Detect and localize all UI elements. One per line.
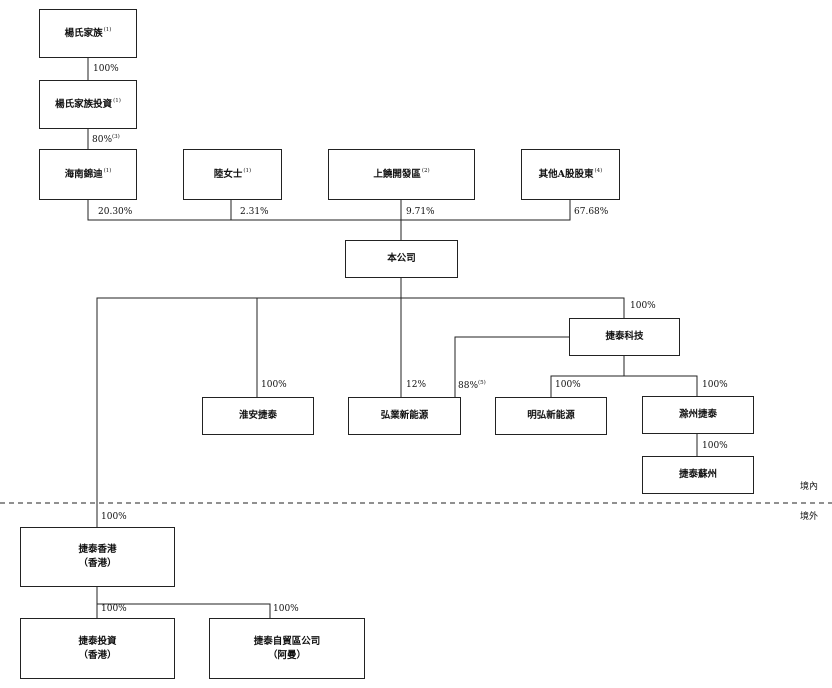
box-jietai-tech: 捷泰科技: [569, 318, 680, 356]
pct-tech-to-hongye-note: (5): [478, 380, 486, 386]
jietai-ftz-sub: （阿曼）: [267, 649, 306, 661]
box-jietai-hk: 捷泰香港 （香港）: [20, 527, 175, 587]
pct-company-to-huaian: 100%: [261, 380, 287, 390]
company-name: 本公司: [387, 253, 416, 265]
jietai-tech-name: 捷泰科技: [605, 331, 644, 343]
pct-investment-to-jindi-note: (3): [112, 134, 120, 140]
box-huaian-jietai: 淮安捷泰: [202, 397, 314, 435]
pct-family-to-investment: 100%: [93, 64, 119, 74]
pct-tech-to-minghong: 100%: [555, 380, 581, 390]
other-a-shareholders-note: (4): [594, 168, 603, 175]
jietai-suzhou-name: 捷泰蘇州: [678, 469, 717, 481]
box-ms-lu: 陸女士(1): [183, 149, 282, 200]
yang-family-name: 楊氏家族: [64, 27, 103, 39]
pct-others-to-company: 67.68%: [574, 207, 609, 217]
line-hk-bus: [96, 587, 271, 618]
pct-hk-to-ftz: 100%: [273, 604, 299, 614]
pct-tech-to-hongye-value: 88%: [458, 381, 479, 391]
box-jietai-ftz: 捷泰自貿區公司 （阿曼）: [209, 618, 365, 679]
pct-tech-to-hongye: 88%(5): [458, 380, 486, 391]
pct-hk-to-investment: 100%: [101, 604, 127, 614]
pct-company-to-hk: 100%: [101, 512, 127, 522]
yang-family-investment-name: 楊氏家族投資: [55, 98, 113, 110]
yang-family-investment-note: (1): [113, 98, 121, 105]
jietai-hk-name: 捷泰香港: [78, 544, 117, 556]
jietai-investment-sub: （香港）: [78, 649, 117, 661]
hongye-new-energy-name: 弘業新能源: [380, 410, 429, 422]
box-yang-family-investment: 楊氏家族投資(1): [39, 80, 137, 129]
line-shareholders-bus: [87, 200, 571, 221]
chuzhou-jietai-name: 滁州捷泰: [678, 409, 717, 421]
pct-shangrao-to-company: 9.71%: [406, 207, 435, 217]
ms-lu-note: (1): [243, 168, 252, 175]
ms-lu-name: 陸女士: [213, 168, 243, 180]
box-yang-family: 楊氏家族(1): [39, 9, 137, 58]
other-a-shareholders-name: 其他A股股東: [538, 168, 594, 180]
box-jietai-suzhou: 捷泰蘇州: [642, 456, 754, 494]
pct-jindi-to-company: 20.30%: [98, 207, 133, 217]
shangrao-zone-name: 上饒開發區: [373, 168, 421, 180]
box-hainan-jindi: 海南錦迪(1): [39, 149, 137, 200]
jietai-investment-name: 捷泰投資: [78, 635, 117, 647]
pct-company-to-hongye: 12%: [406, 380, 427, 390]
pct-investment-to-jindi: 80%(3): [92, 134, 120, 145]
pct-chuzhou-to-suzhou: 100%: [702, 441, 728, 451]
huaian-jietai-name: 淮安捷泰: [238, 410, 277, 422]
hainan-jindi-note: (1): [103, 168, 112, 175]
line-tech-to-hongye: [454, 336, 569, 397]
region-domestic-label: 境內: [800, 482, 819, 492]
line-tech-bus: [550, 375, 698, 397]
box-jietai-investment: 捷泰投資 （香港）: [20, 618, 175, 679]
pct-investment-to-jindi-value: 80%: [92, 135, 113, 145]
hainan-jindi-name: 海南錦迪: [64, 168, 103, 180]
line-company-bus: [96, 297, 625, 527]
pct-lu-to-company: 2.31%: [240, 207, 269, 217]
box-shangrao-zone: 上饒開發區(2): [328, 149, 475, 200]
shangrao-zone-note: (2): [421, 168, 430, 175]
box-chuzhou-jietai: 滁州捷泰: [642, 396, 754, 434]
pct-tech-to-chuzhou: 100%: [702, 380, 728, 390]
yang-family-note: (1): [103, 27, 112, 34]
box-hongye-new-energy: 弘業新能源: [348, 397, 461, 435]
minghong-new-energy-name: 明弘新能源: [527, 410, 575, 422]
region-overseas-label: 境外: [800, 512, 819, 522]
jietai-ftz-name: 捷泰自貿區公司: [253, 635, 321, 647]
box-company: 本公司: [345, 240, 458, 278]
jietai-hk-sub: （香港）: [78, 558, 117, 569]
box-other-a-shareholders: 其他A股股東(4): [521, 149, 620, 200]
box-minghong-new-energy: 明弘新能源: [495, 397, 607, 435]
pct-company-to-tech: 100%: [630, 301, 656, 311]
